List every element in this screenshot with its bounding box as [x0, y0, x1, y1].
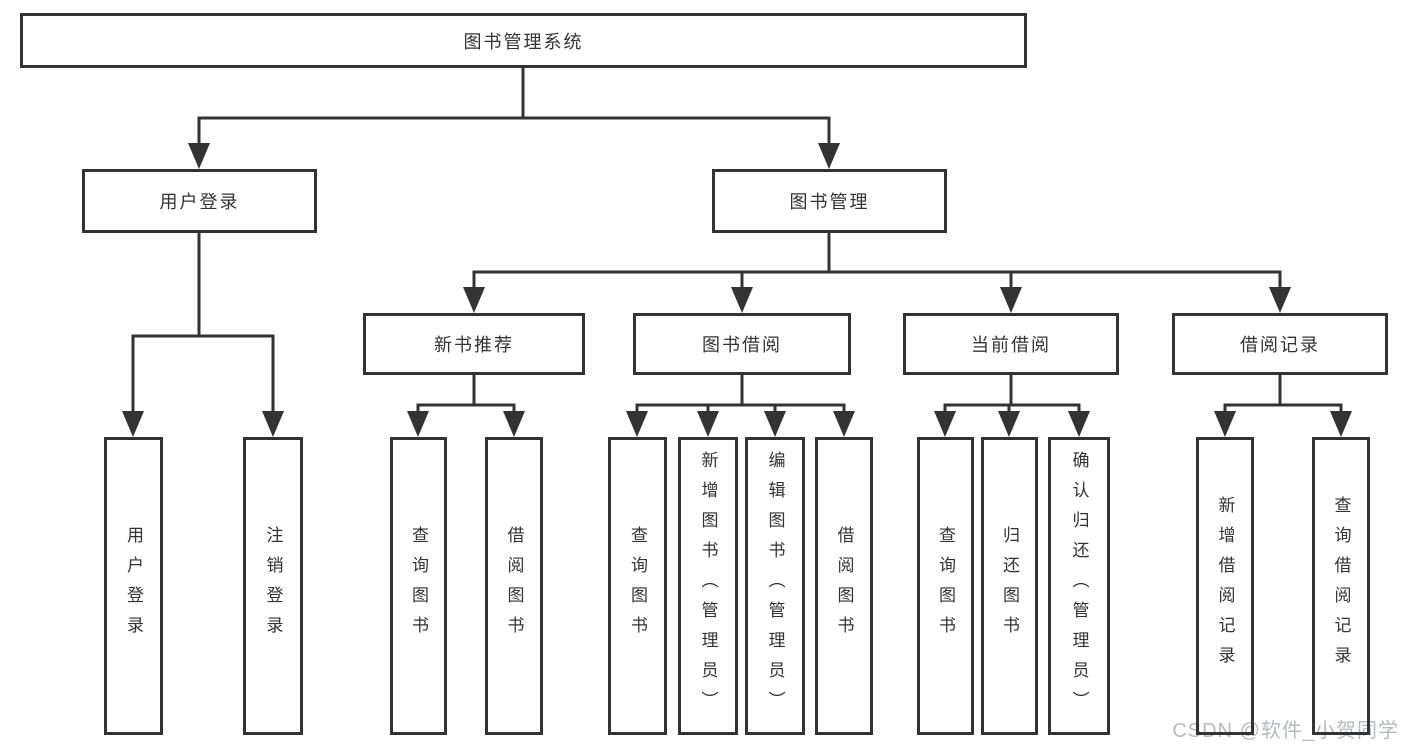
leaf-query-books-current-label: 查询图书	[936, 526, 955, 646]
csdn-watermark: CSDN @软件_小贺同学	[1172, 720, 1399, 742]
leaf-borrow-books-borrowing: 借阅图书	[815, 437, 873, 735]
node-library-system-label: 图书管理系统	[463, 31, 584, 52]
leaf-edit-book-admin: 编辑图书（管理员）	[745, 437, 805, 735]
leaf-query-books-current: 查询图书	[917, 437, 974, 735]
leaf-query-books-recommend-label: 查询图书	[409, 526, 428, 646]
node-new-book-recommend: 新书推荐	[363, 313, 585, 375]
leaf-return-book-label: 归还图书	[1000, 526, 1019, 646]
leaf-borrow-books-recommend: 借阅图书	[485, 437, 543, 735]
node-current-borrowing: 当前借阅	[903, 313, 1119, 375]
leaf-borrow-books-recommend-label: 借阅图书	[504, 526, 524, 646]
leaf-confirm-return-admin: 确认归还（管理员）	[1048, 437, 1110, 735]
leaf-query-borrow-record: 查询借阅记录	[1312, 437, 1370, 735]
node-new-book-recommend-label: 新书推荐	[434, 335, 514, 355]
node-library-system: 图书管理系统	[20, 13, 1027, 68]
leaf-logout: 注销登录	[243, 437, 303, 735]
node-user-login: 用户登录	[82, 169, 317, 233]
leaf-user-login-label: 用户登录	[124, 526, 143, 646]
node-book-borrowing-label: 图书借阅	[702, 335, 782, 355]
leaf-return-book: 归还图书	[981, 437, 1038, 735]
leaf-borrow-books-borrowing-label: 借阅图书	[834, 526, 854, 646]
leaf-add-borrow-record-label: 新增借阅记录	[1215, 496, 1235, 676]
leaf-query-books-borrowing: 查询图书	[608, 437, 667, 735]
arrowheads	[122, 143, 1352, 437]
leaf-add-book-admin: 新增图书（管理员）	[678, 437, 738, 735]
leaf-user-login: 用户登录	[104, 437, 163, 735]
leaf-logout-label: 注销登录	[263, 526, 283, 646]
leaf-query-books-recommend: 查询图书	[390, 437, 447, 735]
leaf-query-books-borrowing-label: 查询图书	[628, 526, 647, 646]
leaf-query-borrow-record-label: 查询借阅记录	[1331, 496, 1351, 676]
leaf-add-book-admin-label: 新增图书（管理员）	[698, 451, 718, 721]
node-current-borrowing-label: 当前借阅	[971, 335, 1051, 355]
node-book-borrowing: 图书借阅	[633, 313, 851, 375]
node-book-management-label: 图书管理	[789, 192, 870, 212]
leaf-edit-book-admin-label: 编辑图书（管理员）	[765, 451, 785, 721]
leaf-confirm-return-admin-label: 确认归还（管理员）	[1069, 451, 1089, 721]
node-borrowing-records-label: 借阅记录	[1240, 335, 1320, 355]
node-borrowing-records: 借阅记录	[1172, 313, 1388, 375]
leaf-add-borrow-record: 新增借阅记录	[1196, 437, 1254, 735]
node-book-management: 图书管理	[712, 169, 947, 233]
node-user-login-label: 用户登录	[159, 192, 240, 212]
